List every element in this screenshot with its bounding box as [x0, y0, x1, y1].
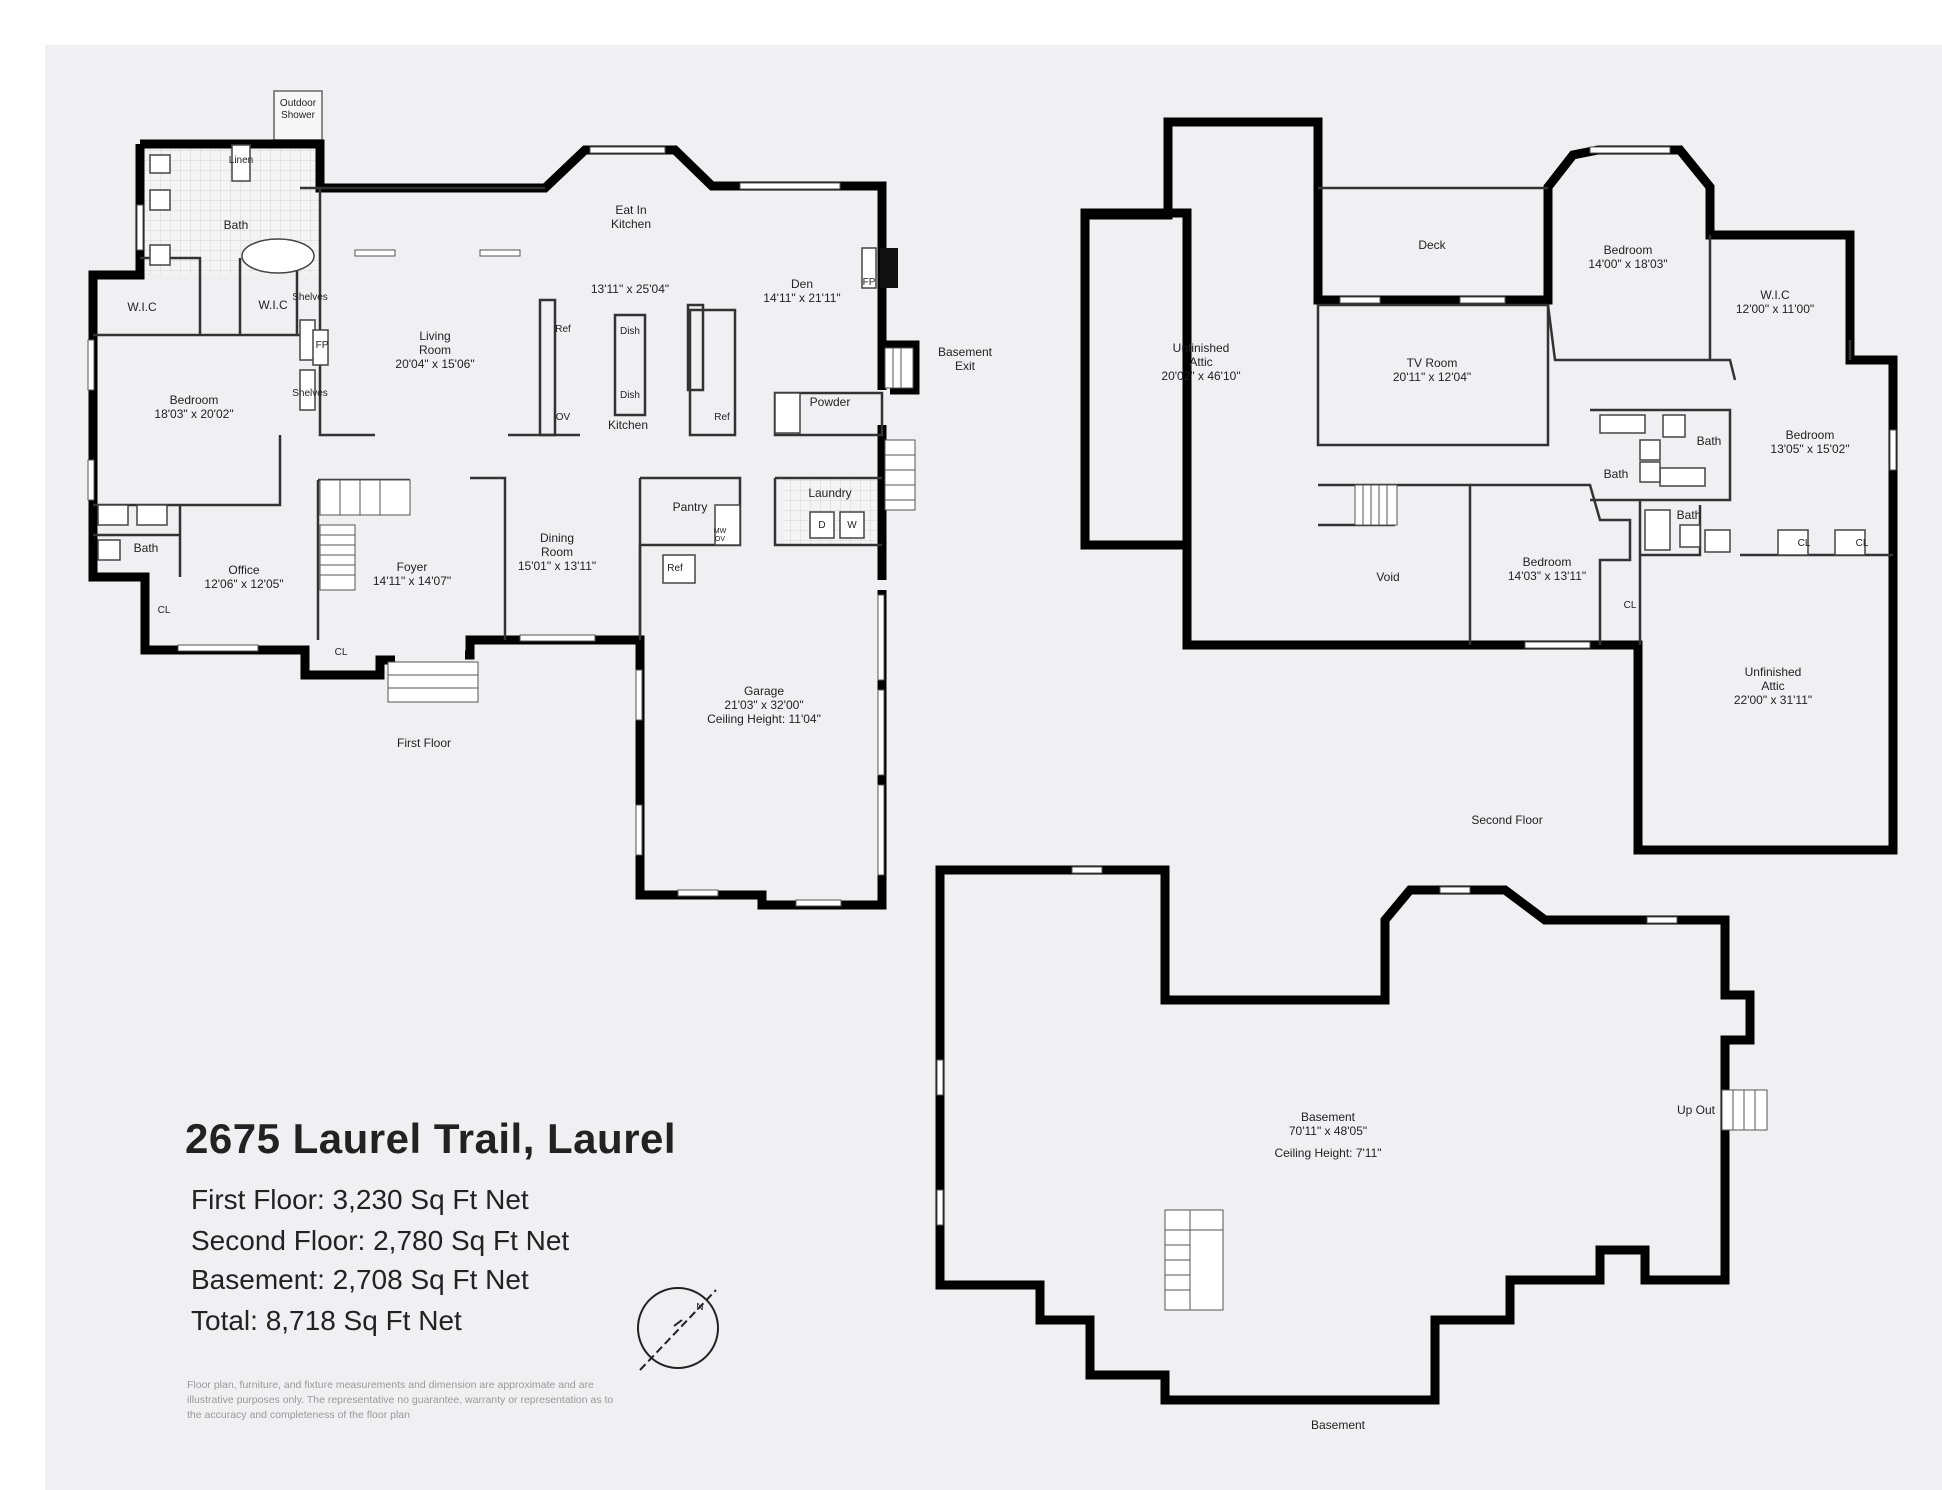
label-shelves-a: Shelves: [292, 292, 328, 303]
label-deck: Deck: [1418, 238, 1446, 252]
label-fp-den: FP: [862, 277, 876, 288]
disclaimer-text: Floor plan, furniture, and fixture measu…: [187, 1379, 614, 1421]
label-basement-room: Basement 70'11" x 48'05": [1288, 1110, 1368, 1138]
label-ref-b: Ref: [714, 412, 730, 423]
label-foyer: Foyer 14'11" x 14'07": [372, 560, 452, 588]
compass-label: N: [696, 1302, 704, 1313]
stat-second-floor: Second Floor: 2,780 Sq Ft Net: [191, 1225, 570, 1256]
label-first-floor: First Floor: [397, 736, 451, 750]
label-bath-top: Bath: [223, 218, 249, 232]
label-cl-office: CL: [157, 605, 171, 616]
label-mw-ov: MW OV: [713, 528, 727, 543]
label-office: Office 12'06" x 12'05": [204, 563, 284, 591]
property-title: 2675 Laurel Trail, Laurel: [185, 1115, 677, 1162]
compass-icon: [637, 1287, 719, 1371]
label-fp-living: FP: [315, 340, 329, 351]
label-linen: Linen: [228, 155, 254, 166]
label-bedroom-b: Bedroom 13'05" x 15'02": [1770, 428, 1850, 456]
label-unfinished-attic-b: Unfinished Attic 22'00" x 31'11": [1733, 665, 1813, 707]
label-dish-b: Dish: [619, 390, 641, 401]
label-living-room: Living Room 20'04" x 15'06": [395, 329, 475, 371]
label-wic-second: W.I.C 12'00" x 11'00": [1735, 288, 1815, 316]
label-pantry: Pantry: [672, 500, 708, 514]
first-floor-plan: [87, 90, 920, 910]
label-second-floor: Second Floor: [1471, 813, 1543, 827]
label-bedroom-first: Bedroom 18'03" x 20'02": [154, 393, 234, 421]
label-dining-room: Dining Room 15'01" x 13'11": [517, 531, 597, 573]
label-tv-room: TV Room 20'11" x 12'04": [1392, 356, 1472, 384]
label-cl-a: CL: [1623, 600, 1637, 611]
label-washer: W: [847, 520, 857, 531]
label-void: Void: [1376, 570, 1400, 584]
label-eat-in-kitchen: Eat In Kitchen: [610, 203, 652, 231]
label-bath-a: Bath: [1696, 434, 1722, 448]
label-bedroom-c: Bedroom 14'03" x 13'11": [1507, 555, 1587, 583]
label-bath-b: Bath: [1603, 467, 1629, 481]
label-outdoor-shower: Outdoor Shower: [279, 98, 317, 121]
label-basement-ceiling: Ceiling Height: 7'11": [1274, 1146, 1382, 1160]
label-dryer: D: [818, 520, 826, 531]
label-cl-b: CL: [1797, 538, 1811, 549]
label-up-out: Up Out: [1676, 1103, 1716, 1117]
stat-basement: Basement: 2,708 Sq Ft Net: [191, 1264, 529, 1295]
label-bedroom-a: Bedroom 14'00" x 18'03": [1588, 243, 1668, 271]
label-basement-exit: Basement Exit: [937, 345, 993, 373]
label-unfinished-attic-a: Unfinished Attic 20'02" x 46'10": [1161, 341, 1241, 383]
label-bath-c: Bath: [1676, 508, 1702, 522]
stat-total: Total: 8,718 Sq Ft Net: [191, 1305, 462, 1336]
label-powder: Powder: [809, 395, 851, 409]
label-cl-foyer: CL: [334, 647, 348, 658]
label-cl-c: CL: [1855, 538, 1869, 549]
basement-plan: [935, 865, 1768, 1405]
label-ov: OV: [555, 412, 571, 423]
label-laundry: Laundry: [808, 486, 852, 500]
label-den: Den 14'11" x 21'11": [763, 277, 841, 305]
label-ref-c: Ref: [667, 563, 683, 574]
label-kitchen: Kitchen: [607, 418, 649, 432]
second-floor-plan: [1080, 117, 1898, 855]
label-basement-floor: Basement: [1310, 1418, 1366, 1432]
label-bath-bottom: Bath: [133, 541, 159, 555]
label-ref-a: Ref: [555, 324, 571, 335]
label-dish-a: Dish: [619, 326, 641, 337]
label-wic-right: W.I.C: [258, 298, 288, 312]
label-kitchen-dim: 13'11" x 25'04": [590, 282, 670, 296]
label-garage: Garage 21'03" x 32'00" Ceiling Height: 1…: [707, 684, 821, 726]
stat-first-floor: First Floor: 3,230 Sq Ft Net: [191, 1184, 529, 1215]
label-shelves-b: Shelves: [292, 388, 328, 399]
label-wic-left: W.I.C: [127, 300, 157, 314]
